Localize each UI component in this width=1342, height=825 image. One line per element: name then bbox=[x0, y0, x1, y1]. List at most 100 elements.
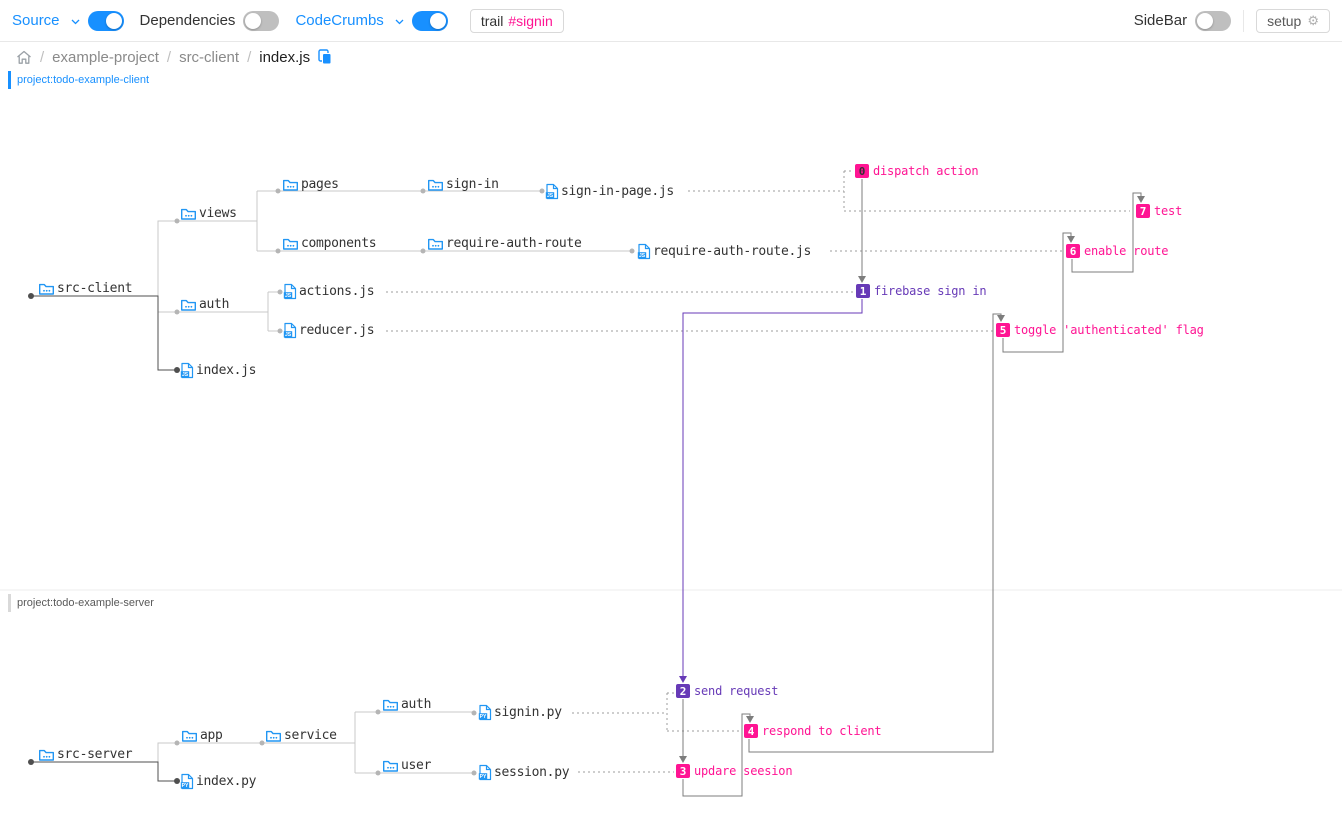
tree-node-label: auth bbox=[199, 296, 230, 312]
tree-node-label: service bbox=[284, 727, 337, 743]
trail-badge[interactable]: trail #signin bbox=[469, 8, 564, 33]
codecrumb-label: test bbox=[1154, 204, 1183, 218]
svg-text:JS: JS bbox=[285, 332, 292, 338]
tree-node-sign-in[interactable]: sign-in bbox=[427, 175, 499, 193]
tree-node-label: signin.py bbox=[494, 704, 562, 720]
tree-node-auth[interactable]: auth bbox=[180, 295, 229, 313]
folder-icon bbox=[181, 728, 198, 743]
tree-node-src-server[interactable]: src-server bbox=[38, 745, 133, 763]
tree-node-src-client[interactable]: src-client bbox=[38, 279, 133, 297]
tree-node-label: require-auth-route bbox=[446, 235, 582, 251]
js-file-icon: JS bbox=[545, 183, 559, 200]
sidebar-toggle[interactable] bbox=[1195, 10, 1232, 31]
tree-node-user[interactable]: user bbox=[382, 756, 431, 774]
codecrumbs-dropdown[interactable]: CodeCrumbs bbox=[295, 12, 384, 29]
tree-node-pages[interactable]: pages bbox=[282, 175, 339, 193]
breadcrumb-item-src-client[interactable]: src-client bbox=[179, 48, 240, 66]
codecrumbs-toggle[interactable] bbox=[411, 10, 448, 31]
codecrumb-label: toggle 'authenticated' flag bbox=[1014, 323, 1204, 337]
svg-text:JS: JS bbox=[639, 253, 646, 259]
tree-node-label: user bbox=[401, 757, 432, 773]
svg-text:JS: JS bbox=[547, 193, 554, 199]
dependencies-toggle[interactable] bbox=[243, 10, 280, 31]
tree-node-label: components bbox=[301, 235, 377, 251]
toolbar-right: SideBar setup ⚙ bbox=[1134, 8, 1330, 33]
tree-node-label: src-server bbox=[57, 746, 133, 762]
trail-tag: #signin bbox=[508, 12, 553, 29]
folder-icon bbox=[265, 728, 282, 743]
breadcrumb-separator: / bbox=[40, 48, 45, 66]
folder-icon bbox=[427, 236, 444, 251]
tree-node-label: reducer.js bbox=[299, 322, 375, 338]
codecrumb-number: 0 bbox=[855, 164, 869, 178]
svg-text:JS: JS bbox=[182, 372, 189, 378]
setup-button[interactable]: setup ⚙ bbox=[1256, 8, 1330, 33]
gear-icon: ⚙ bbox=[1307, 12, 1319, 28]
tree-node-auth[interactable]: auth bbox=[382, 695, 431, 713]
tree-node-label: actions.js bbox=[299, 283, 375, 299]
folder-icon bbox=[382, 697, 399, 712]
trail-prefix: trail bbox=[480, 12, 504, 29]
codecrumb-number: 1 bbox=[856, 284, 870, 298]
codecrumb-number: 6 bbox=[1066, 244, 1080, 258]
source-toggle[interactable] bbox=[87, 10, 124, 31]
codecrumb-number: 2 bbox=[676, 684, 690, 698]
js-file-icon: JS bbox=[180, 362, 194, 379]
js-file-icon: JS bbox=[637, 243, 651, 260]
toolbar: Source Dependencies CodeCrumbs trail #si… bbox=[0, 0, 1342, 42]
copy-icon[interactable] bbox=[318, 49, 332, 65]
tree-node-components[interactable]: components bbox=[282, 234, 377, 252]
py-file-icon: PY bbox=[180, 773, 194, 790]
tree-node-label: index.js bbox=[196, 362, 257, 378]
tree-node-app[interactable]: app bbox=[181, 726, 223, 744]
folder-icon bbox=[282, 177, 299, 192]
tree-node-views[interactable]: views bbox=[180, 204, 237, 222]
source-control: Source bbox=[12, 10, 124, 31]
tree-node-label: sign-in bbox=[446, 176, 499, 192]
codecrumb-6[interactable]: 6 enable route bbox=[1066, 244, 1168, 258]
codecrumb-label: respond to client bbox=[762, 724, 882, 738]
dependencies-control: Dependencies bbox=[139, 10, 280, 31]
tree-node-index.js[interactable]: JS index.js bbox=[180, 361, 257, 379]
tree-node-sign-in-page.js[interactable]: JS sign-in-page.js bbox=[545, 182, 674, 200]
toolbar-divider bbox=[1243, 9, 1245, 32]
project-label-client: project:todo-example-client bbox=[8, 71, 149, 89]
dependencies-label: Dependencies bbox=[139, 12, 236, 29]
tree-node-label: session.py bbox=[494, 764, 570, 780]
js-file-icon: JS bbox=[283, 322, 297, 339]
codecrumb-0[interactable]: 0 dispatch action bbox=[855, 164, 979, 178]
tree-node-label: app bbox=[200, 727, 223, 743]
home-icon[interactable] bbox=[16, 50, 32, 65]
tree-node-require-auth-route[interactable]: require-auth-route bbox=[427, 234, 582, 252]
tree-node-label: src-client bbox=[57, 280, 133, 296]
codecrumb-label: dispatch action bbox=[873, 164, 979, 178]
tree-node-service[interactable]: service bbox=[265, 726, 337, 744]
project-label-server: project:todo-example-server bbox=[8, 594, 154, 612]
chevron-down-icon bbox=[71, 12, 80, 30]
folder-icon bbox=[427, 177, 444, 192]
tree-node-reducer.js[interactable]: JS reducer.js bbox=[283, 321, 375, 339]
tree-node-label: auth bbox=[401, 696, 432, 712]
breadcrumb: / example-project / src-client / index.j… bbox=[0, 43, 1342, 71]
folder-icon bbox=[38, 281, 55, 296]
codecrumb-number: 3 bbox=[676, 764, 690, 778]
breadcrumb-current-file: index.js bbox=[259, 48, 311, 66]
codecrumb-label: enable route bbox=[1084, 244, 1169, 258]
breadcrumb-item-example-project[interactable]: example-project bbox=[52, 48, 159, 66]
tree-node-label: sign-in-page.js bbox=[561, 183, 674, 199]
source-dropdown[interactable]: Source bbox=[12, 12, 60, 29]
folder-icon bbox=[38, 747, 55, 762]
